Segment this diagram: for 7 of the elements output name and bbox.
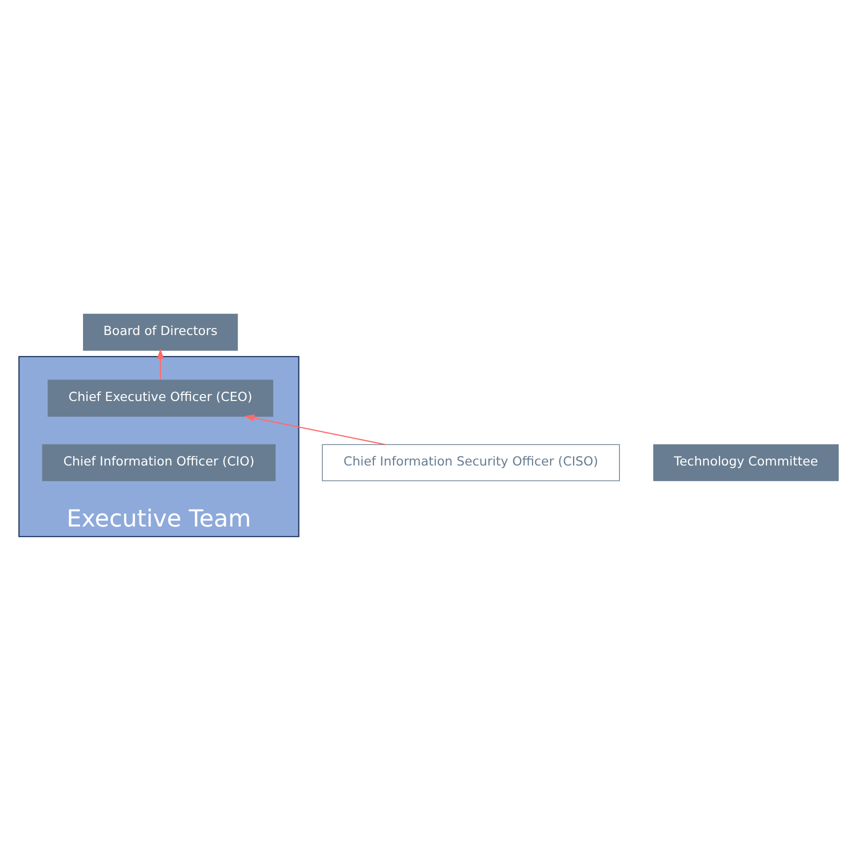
node-box: Chief Information Security Officer (CISO) [322,444,620,481]
node-box: Technology Committee [653,444,839,481]
node-box: Board of Directors [83,313,238,350]
node-box: Chief Information Officer (CIO) [42,444,276,481]
node-box: Chief Executive Officer (CEO) [48,379,274,416]
arrow [244,414,386,445]
arrow [156,348,164,380]
